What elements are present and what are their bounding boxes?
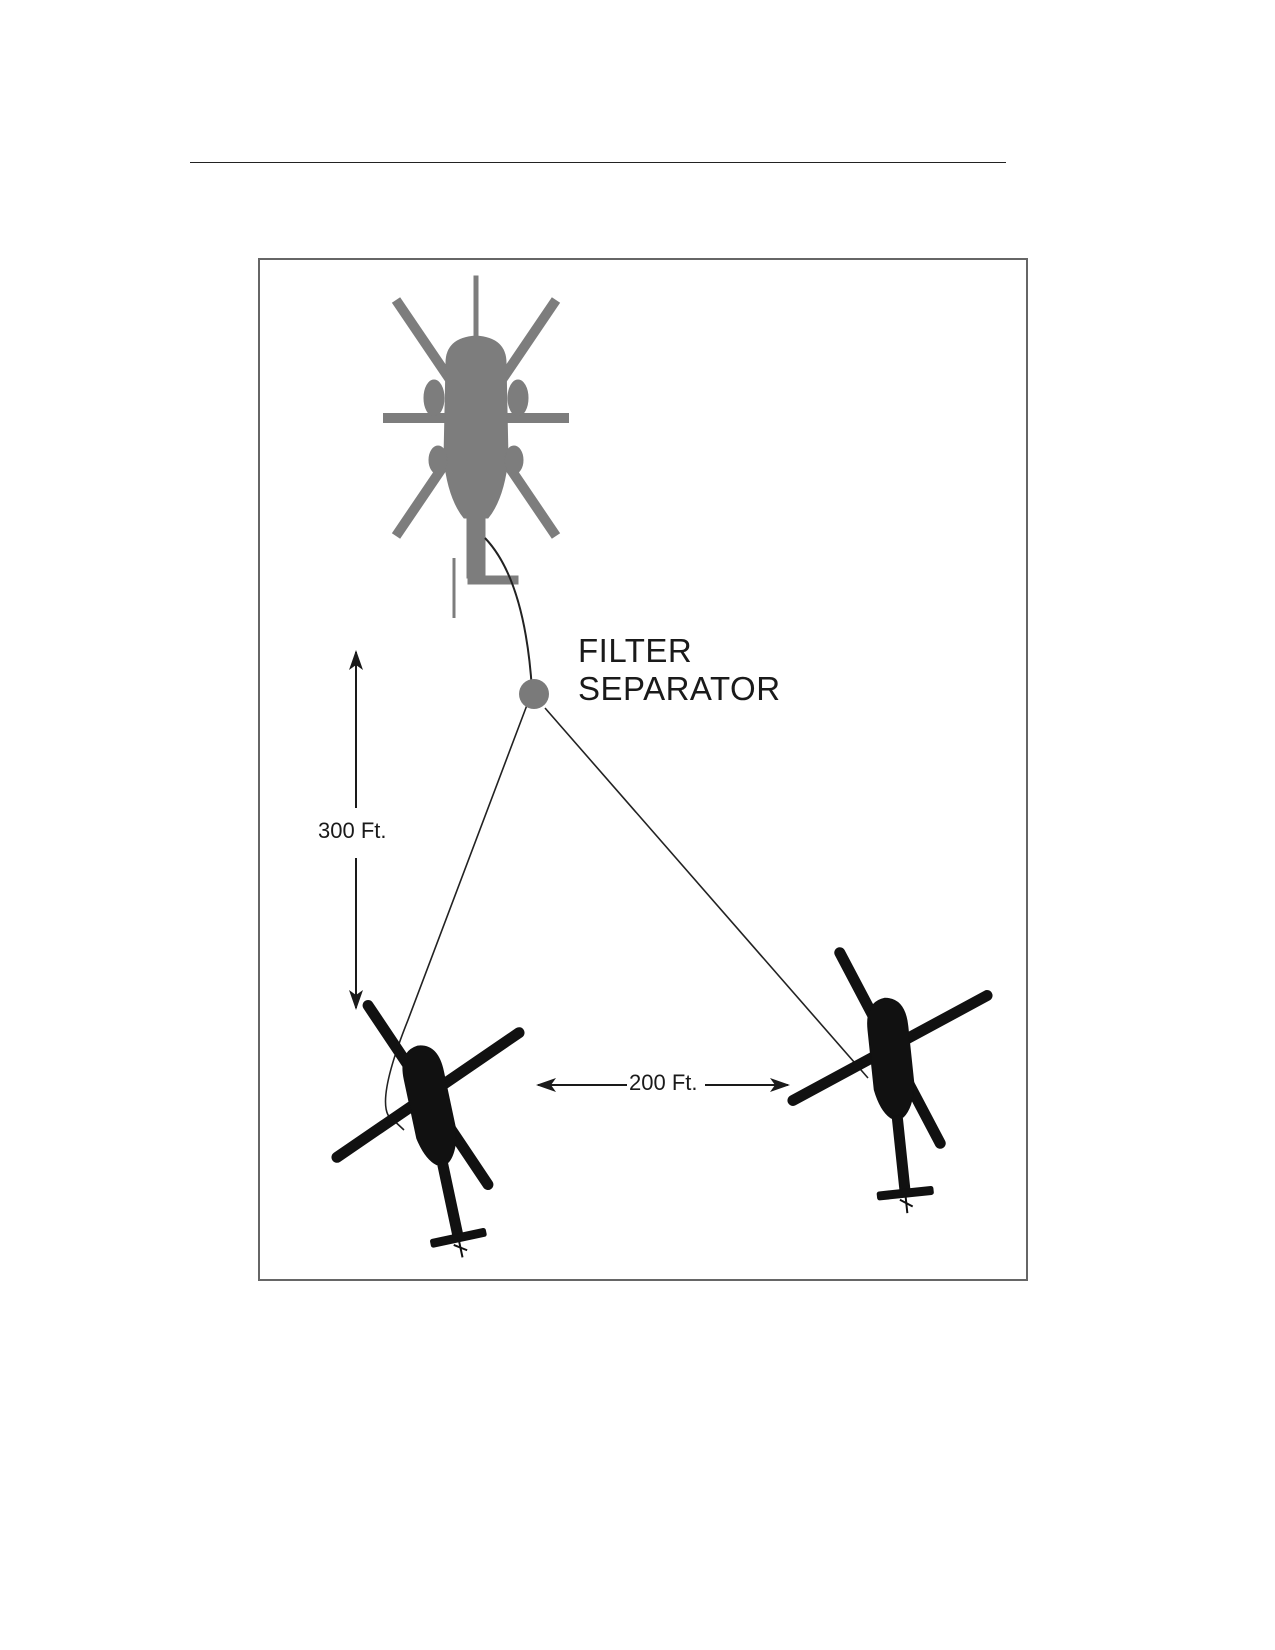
header-rule (190, 162, 1006, 163)
left-receiver-hose (384, 704, 528, 1131)
vertical-distance-label: 300 Ft. (316, 816, 389, 846)
filter-separator-label: FILTER SEPARATOR (578, 632, 781, 708)
tanker-hose (484, 537, 533, 691)
right-receiver-helicopter-icon (778, 938, 1009, 1224)
filter-separator-circle-icon (519, 679, 549, 709)
filter-separator-label-line2: SEPARATOR (578, 670, 781, 707)
horizontal-distance-label: 200 Ft. (627, 1070, 700, 1096)
filter-separator-label-line1: FILTER (578, 632, 693, 669)
right-receiver-hose (544, 707, 869, 1079)
tanker-helicopter-icon (383, 276, 569, 618)
left-receiver-helicopter-icon (307, 976, 562, 1279)
figure-frame (258, 258, 1028, 1281)
